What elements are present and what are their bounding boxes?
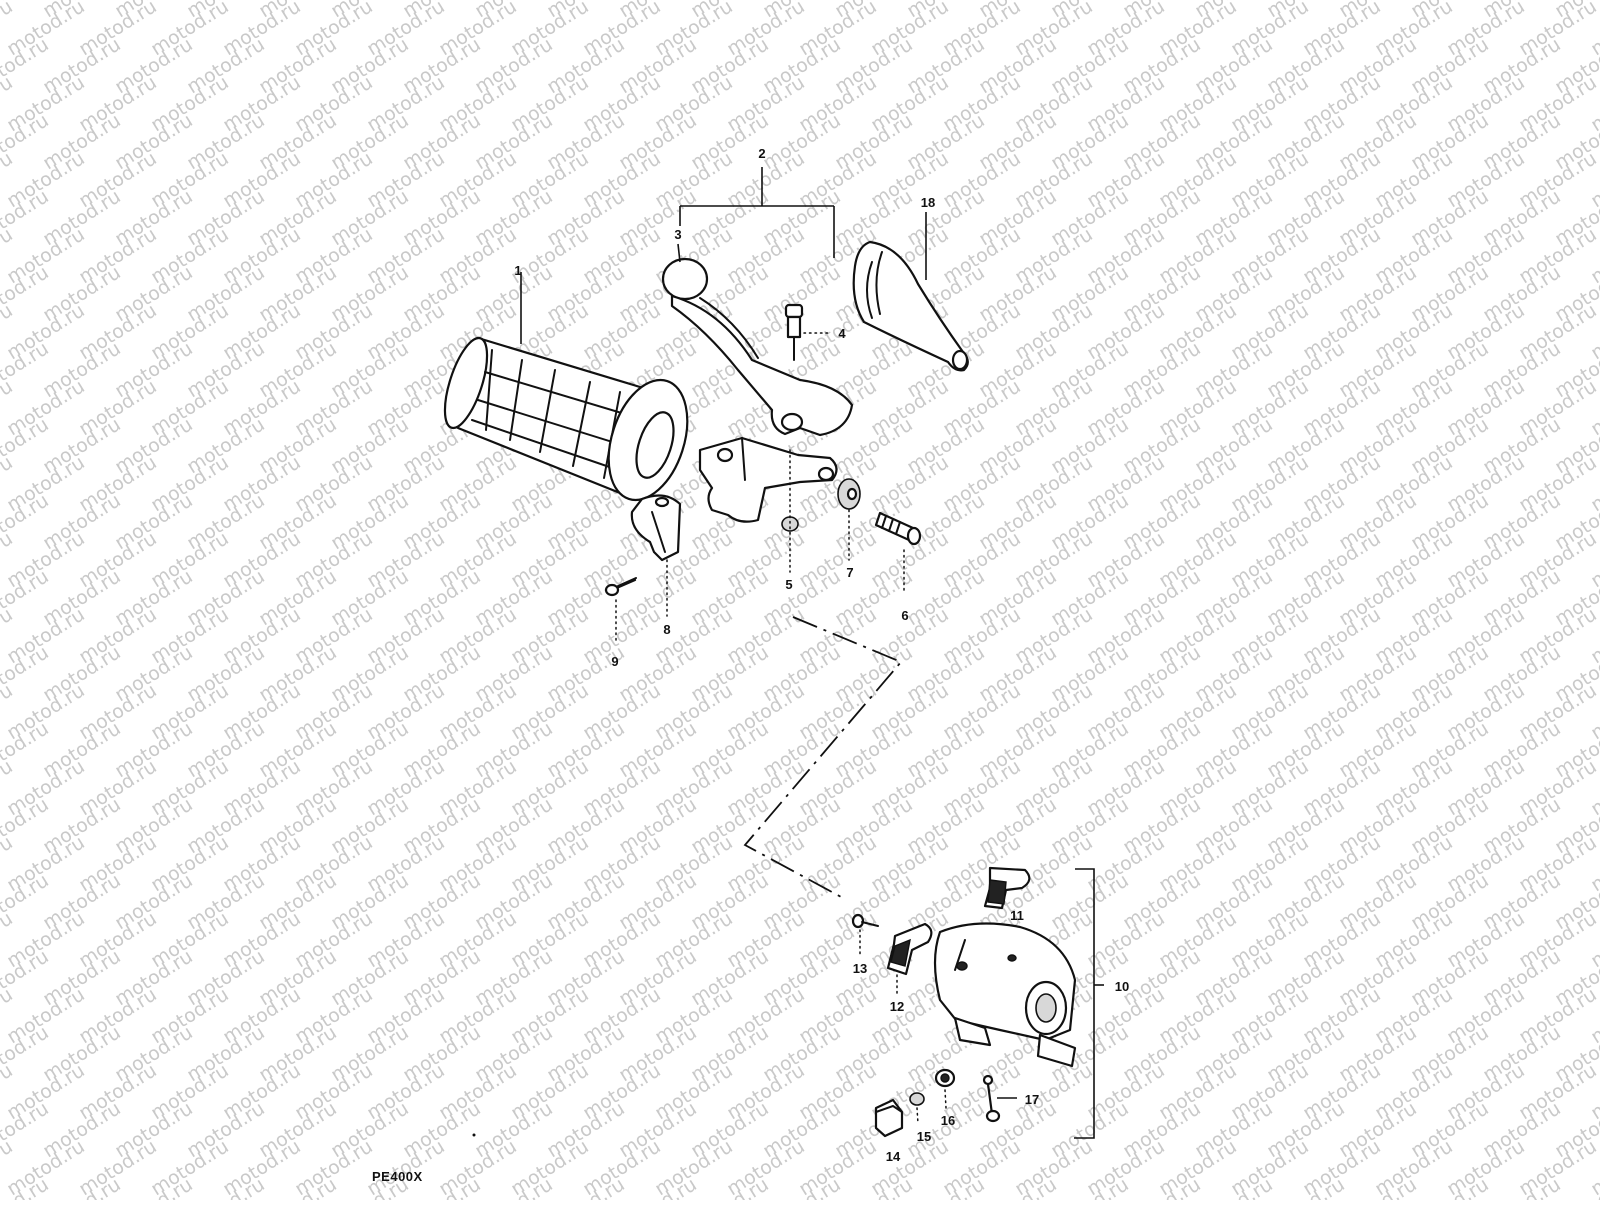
diagram-code: PE400X <box>372 1169 423 1184</box>
callout-16: 16 <box>941 1113 955 1128</box>
stray-dot <box>472 1133 476 1137</box>
callout-8: 8 <box>663 622 670 637</box>
nut-part-7 <box>837 478 861 510</box>
callout-18: 18 <box>921 195 935 210</box>
callout-17: 17 <box>1025 1092 1039 1107</box>
callout-15: 15 <box>917 1129 931 1144</box>
callout-12: 12 <box>890 999 904 1014</box>
callout-4: 4 <box>838 326 846 341</box>
callout-14: 14 <box>886 1149 901 1164</box>
callout-10: 10 <box>1115 979 1129 994</box>
callout-9: 9 <box>611 654 618 669</box>
callout-2: 2 <box>758 146 765 161</box>
callout-5: 5 <box>785 577 792 592</box>
callout-1: 1 <box>514 263 521 278</box>
callout-7: 7 <box>846 565 853 580</box>
callout-11: 11 <box>1010 908 1024 923</box>
nut-part-16 <box>934 1068 956 1088</box>
connector-part-14 <box>874 1098 904 1138</box>
callout-3: 3 <box>674 227 681 242</box>
callout-13: 13 <box>853 961 867 976</box>
small-part-15 <box>909 1092 925 1106</box>
callout-6: 6 <box>901 608 908 623</box>
